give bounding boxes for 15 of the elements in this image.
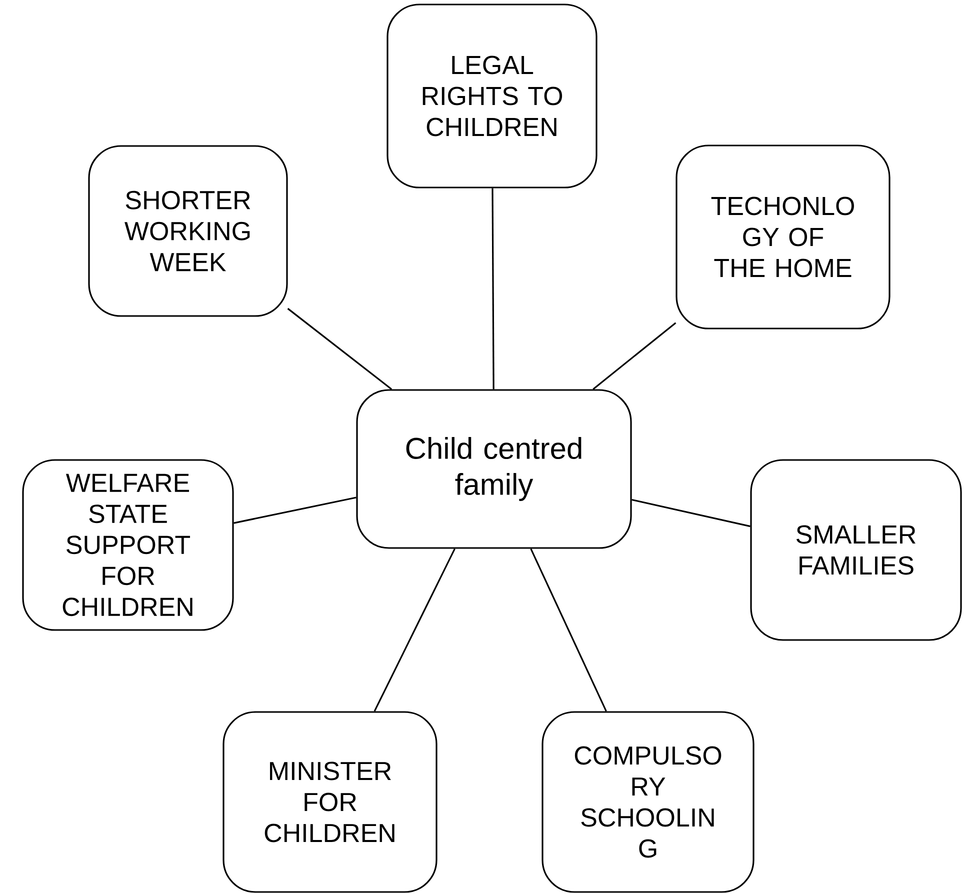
topic-box: SHORTER WORKING WEEK — [88, 145, 288, 317]
connector-line — [632, 498, 750, 528]
connector-line — [234, 496, 356, 524]
connector-line — [492, 188, 494, 390]
topic-box: SMALLER FAMILIES — [750, 459, 962, 641]
topic-box: MINISTER FOR CHILDREN — [222, 711, 438, 893]
connector-line — [592, 322, 676, 390]
topic-box: TECHONLO GY OF THE HOME — [676, 144, 890, 330]
topic-box: LEGAL RIGHTS TO CHILDREN — [386, 4, 598, 188]
topic-box: WELFARE STATE SUPPORT FOR CHILDREN — [22, 459, 234, 631]
central-box: Child centred family — [356, 389, 632, 549]
topic-box: COMPULSO RY SCHOOLIN G — [542, 711, 754, 893]
connector-line — [530, 548, 607, 712]
connector-line — [374, 548, 456, 712]
connector-line — [287, 308, 392, 390]
